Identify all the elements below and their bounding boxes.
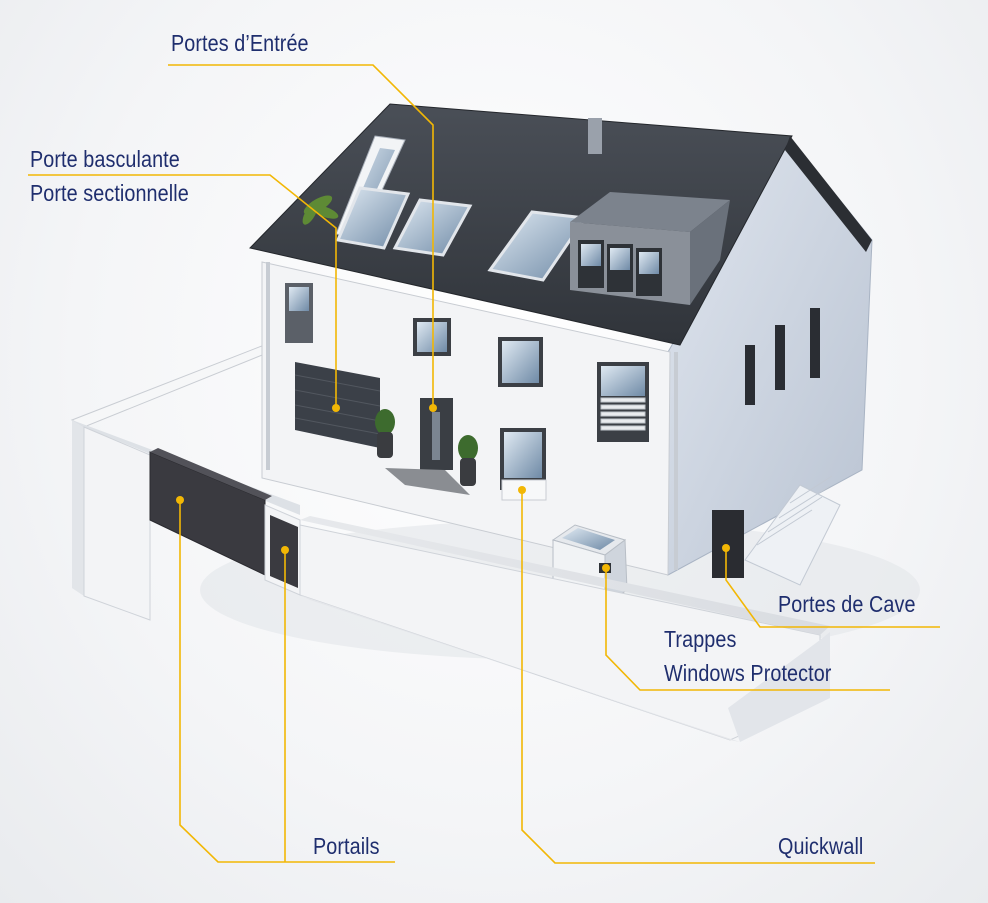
leader-trappes [605,568,890,691]
endpoint-window-protector [602,564,610,572]
endpoint-cellar-door [722,544,730,552]
endpoint-garage-door [332,404,340,412]
endpoint-quickwall [518,486,526,494]
leader-portes-entree [168,64,434,408]
endpoint-pedestrian-gate [281,546,289,554]
label-windows-protector: Windows Protector [664,660,832,686]
label-porte-sectionnelle: Porte sectionnelle [30,180,189,206]
house-facade [261,261,678,576]
basement-stairs [744,475,841,586]
label-portails: Portails [313,833,380,859]
planter [458,435,478,486]
leader-endpoints [176,404,730,572]
dormer [570,192,730,305]
leader-portails [179,500,395,863]
cellar-door [712,510,744,578]
roof [249,103,872,346]
endpoint-sliding-gate [176,496,184,504]
leader-porte-basculante [28,174,337,408]
roof-window [335,186,411,250]
leader-lines [28,64,940,864]
planter [375,409,395,458]
side-window [745,345,755,405]
roof-plant [302,195,339,225]
label-porte-basculante: Porte basculante [30,146,180,172]
leader-quickwall [521,490,875,864]
label-portes-de-cave: Portes de Cave [778,591,916,617]
label-portes-entree: Portes d’Entrée [171,30,309,56]
endpoint-entrance-door [429,404,437,412]
label-trappes: Trappes [664,626,737,652]
side-window [810,308,820,378]
leader-portes-de-cave [725,548,940,628]
house-side-wall [667,137,873,586]
chimney [588,118,602,154]
doorstep [385,468,470,495]
side-window [775,325,785,390]
label-quickwall: Quickwall [778,833,864,859]
